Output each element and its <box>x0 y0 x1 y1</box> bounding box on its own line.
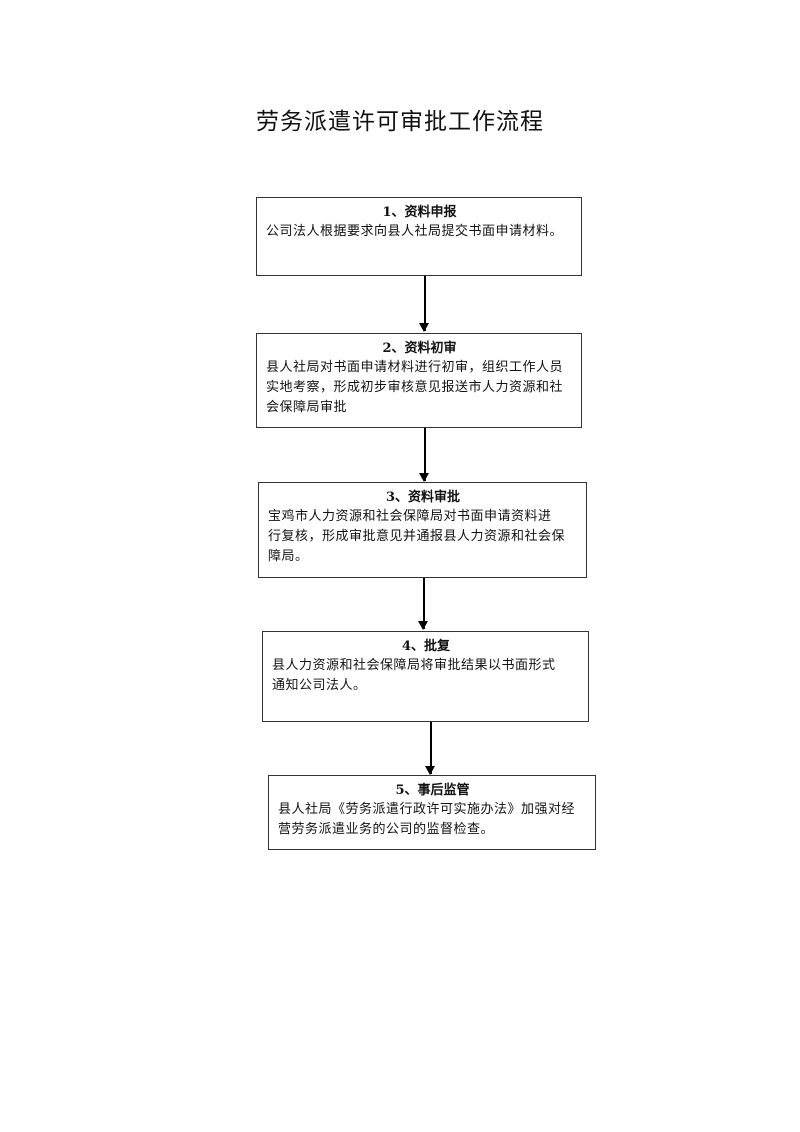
step-text-line: 公司法人根据要求向县人社局提交书面申请材料。 <box>266 224 564 239</box>
step-heading: 3、资料审批 <box>385 490 461 505</box>
flow-arrow <box>420 276 428 332</box>
step-text-line: 宝鸡市人力资源和社会保障局对书面申请资料进 <box>268 509 552 524</box>
step-text-line: 营劳务派遣业务的公司的监督检查。 <box>278 822 495 837</box>
step-box-2: 2、资料初审 县人社局对书面申请材料进行初审，组织工作人员 实地考察，形成初步审… <box>256 333 582 428</box>
step-heading: 4、批复 <box>401 639 451 654</box>
step-box-3: 3、资料审批 宝鸡市人力资源和社会保障局对书面申请资料进 行复核，形成审批意见并… <box>258 482 587 578</box>
step-text-line: 行复核，形成审批意见并通报县人力资源和社会保 <box>268 529 566 544</box>
step-text-line: 障局。 <box>268 549 309 564</box>
step-text-line: 县人力资源和社会保障局将审批结果以书面形式 <box>272 658 556 673</box>
step-heading: 2、资料初审 <box>382 341 457 356</box>
step-box-4: 4、批复 县人力资源和社会保障局将审批结果以书面形式 通知公司法人。 <box>262 631 589 722</box>
step-box-1: 1、资料申报 公司法人根据要求向县人社局提交书面申请材料。 <box>256 197 582 276</box>
flow-arrow <box>426 722 434 775</box>
step-text-line: 县人社局对书面申请材料进行初审，组织工作人员 <box>266 360 564 375</box>
step-heading: 5、事后监管 <box>395 783 470 798</box>
page-title: 劳务派遣许可审批工作流程 <box>256 109 544 135</box>
step-text-line: 通知公司法人。 <box>272 678 367 693</box>
flow-arrow <box>419 578 427 630</box>
step-text-line: 县人社局《劳务派遣行政许可实施办法》加强对经 <box>278 802 576 817</box>
step-heading: 1、资料申报 <box>382 205 457 220</box>
step-box-5: 5、事后监管 县人社局《劳务派遣行政许可实施办法》加强对经 营劳务派遣业务的公司… <box>268 775 596 850</box>
step-text-line: 实地考察，形成初步审核意见报送市人力资源和社 <box>266 380 564 395</box>
step-text-line: 会保障局审批 <box>266 400 348 415</box>
flow-arrow <box>420 428 428 482</box>
